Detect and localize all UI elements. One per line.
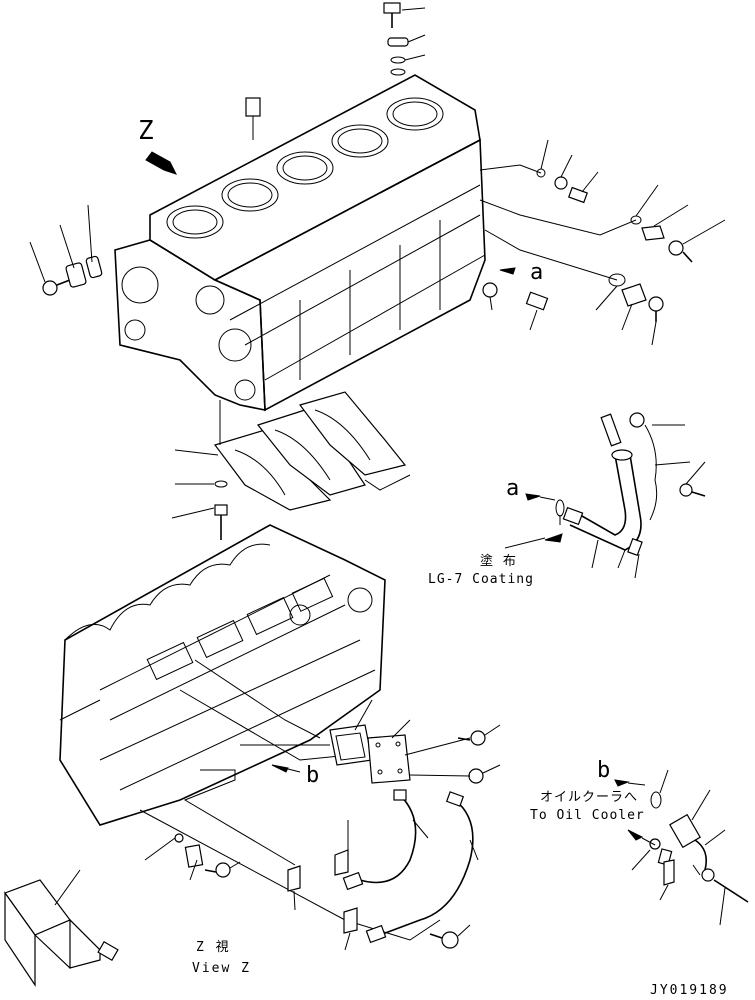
drawing-number-label: JY019189: [650, 983, 729, 998]
oil-cooler-jp-label: オイルクーラへ: [540, 790, 639, 805]
right-fittings-assembly: [479, 139, 726, 346]
oil-cooler-sensor-assembly: [614, 769, 749, 926]
ref-a-upper-label: a: [530, 260, 544, 285]
view-marker-label: Z: [138, 116, 154, 146]
ref-b-lower-label: b: [597, 758, 611, 783]
left-cover-assembly: [29, 204, 103, 296]
oil-pipe-assembly: [504, 412, 706, 579]
view-z-en-label: View Z: [192, 961, 251, 976]
lower-cylinder-block-view-z: [59, 524, 386, 826]
view-z-jp-label: Z 視: [196, 940, 231, 955]
top-bolt-stack: [383, 2, 426, 76]
ref-a-lower-label: a: [506, 476, 520, 501]
coating-jp-label: 塗 布: [480, 554, 517, 569]
main-bearing-caps: [171, 391, 411, 540]
coating-en-label: LG-7 Coating: [428, 572, 534, 587]
view-z-arrow: [145, 151, 177, 175]
ref-b-upper-label: b: [306, 763, 320, 788]
upper-cylinder-block: [114, 74, 486, 412]
oil-cooler-en-label: To Oil Cooler: [530, 808, 645, 823]
lower-oil-cooler-assembly: [4, 659, 501, 987]
